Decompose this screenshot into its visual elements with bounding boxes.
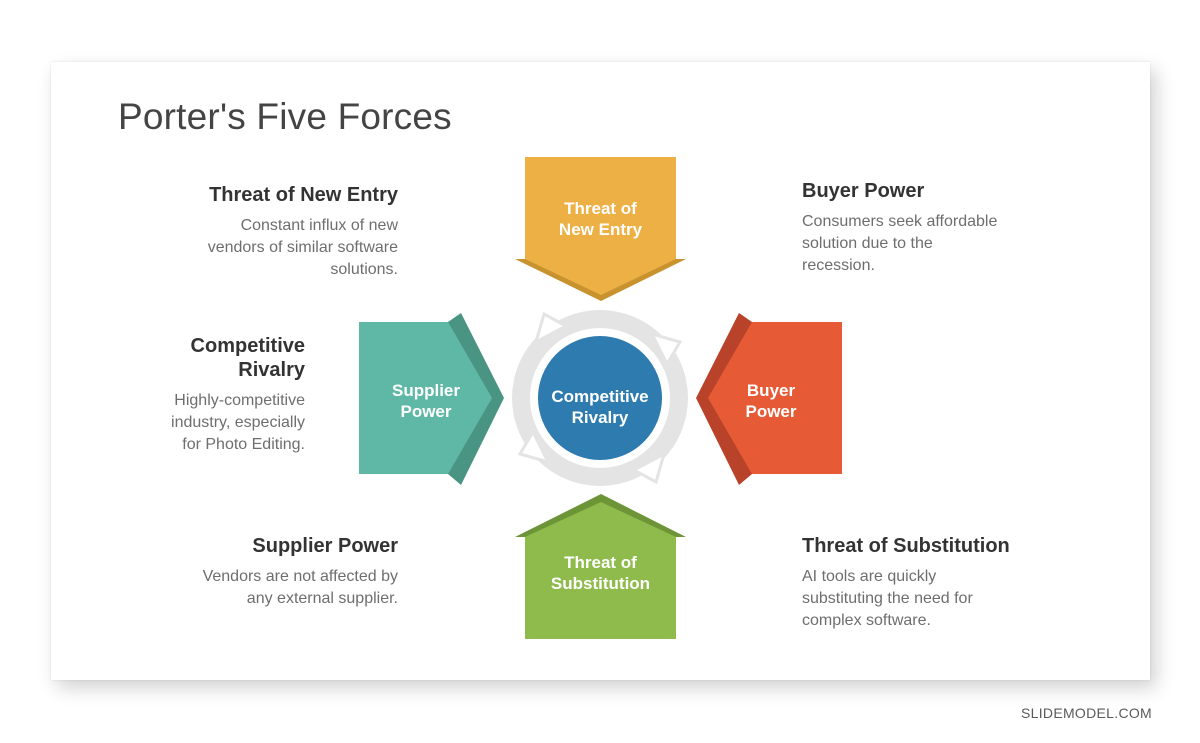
- desc-new-entry-body: Constant influx of new vendors of simila…: [207, 217, 398, 278]
- footer-brand: SLIDEMODEL.COM: [1021, 705, 1152, 721]
- force-right-body: [708, 322, 842, 474]
- desc-rivalry-body: Highly-competitive industry, especially …: [171, 392, 305, 453]
- force-left-arrow: [359, 313, 504, 485]
- desc-supplier-power: Supplier Power Vendors are not affected …: [150, 534, 398, 610]
- force-bottom-arrow: [515, 494, 686, 639]
- force-bottom-body: [525, 502, 676, 639]
- force-left-body: [359, 322, 492, 474]
- page-title: Porter's Five Forces: [118, 96, 452, 137]
- center-label: Competitive Rivalry: [551, 387, 649, 427]
- desc-buyer-power-body: Consumers seek affordable solution due t…: [802, 213, 998, 274]
- ring-arrow-nw: [533, 311, 570, 345]
- force-right-label: Buyer Power: [745, 381, 797, 421]
- desc-substitution-body: AI tools are quickly substituting the ne…: [802, 568, 973, 629]
- desc-supplier-power-heading: Supplier Power: [252, 535, 398, 557]
- desc-rivalry: Competitive Rivalry Highly-competitive i…: [120, 334, 305, 456]
- center-circle: [534, 332, 666, 464]
- desc-supplier-power-body: Vendors are not affected by any external…: [202, 568, 398, 607]
- force-top-body: [525, 157, 676, 295]
- desc-new-entry-heading: Threat of New Entry: [209, 184, 398, 206]
- center-ring: [512, 310, 688, 486]
- force-bottom-label: Threat of Substitution: [550, 553, 651, 593]
- desc-substitution-heading: Threat of Substitution: [802, 535, 1010, 557]
- ring-arrow-sw: [517, 428, 551, 465]
- ring-arrow-ne: [649, 331, 683, 368]
- force-top-arrow: [515, 157, 686, 301]
- desc-new-entry: Threat of New Entry Constant influx of n…: [150, 183, 398, 281]
- force-left-label: Supplier Power: [391, 381, 460, 421]
- desc-substitution: Threat of Substitution AI tools are quic…: [802, 534, 1062, 632]
- desc-buyer-power: Buyer Power Consumers seek affordable so…: [802, 179, 1052, 277]
- force-right-arrow: [696, 313, 842, 485]
- ring-arrow-se: [630, 451, 667, 485]
- force-top-label: Threat of New Entry: [558, 199, 643, 239]
- desc-rivalry-heading: Competitive Rivalry: [190, 335, 305, 381]
- desc-buyer-power-heading: Buyer Power: [802, 180, 925, 202]
